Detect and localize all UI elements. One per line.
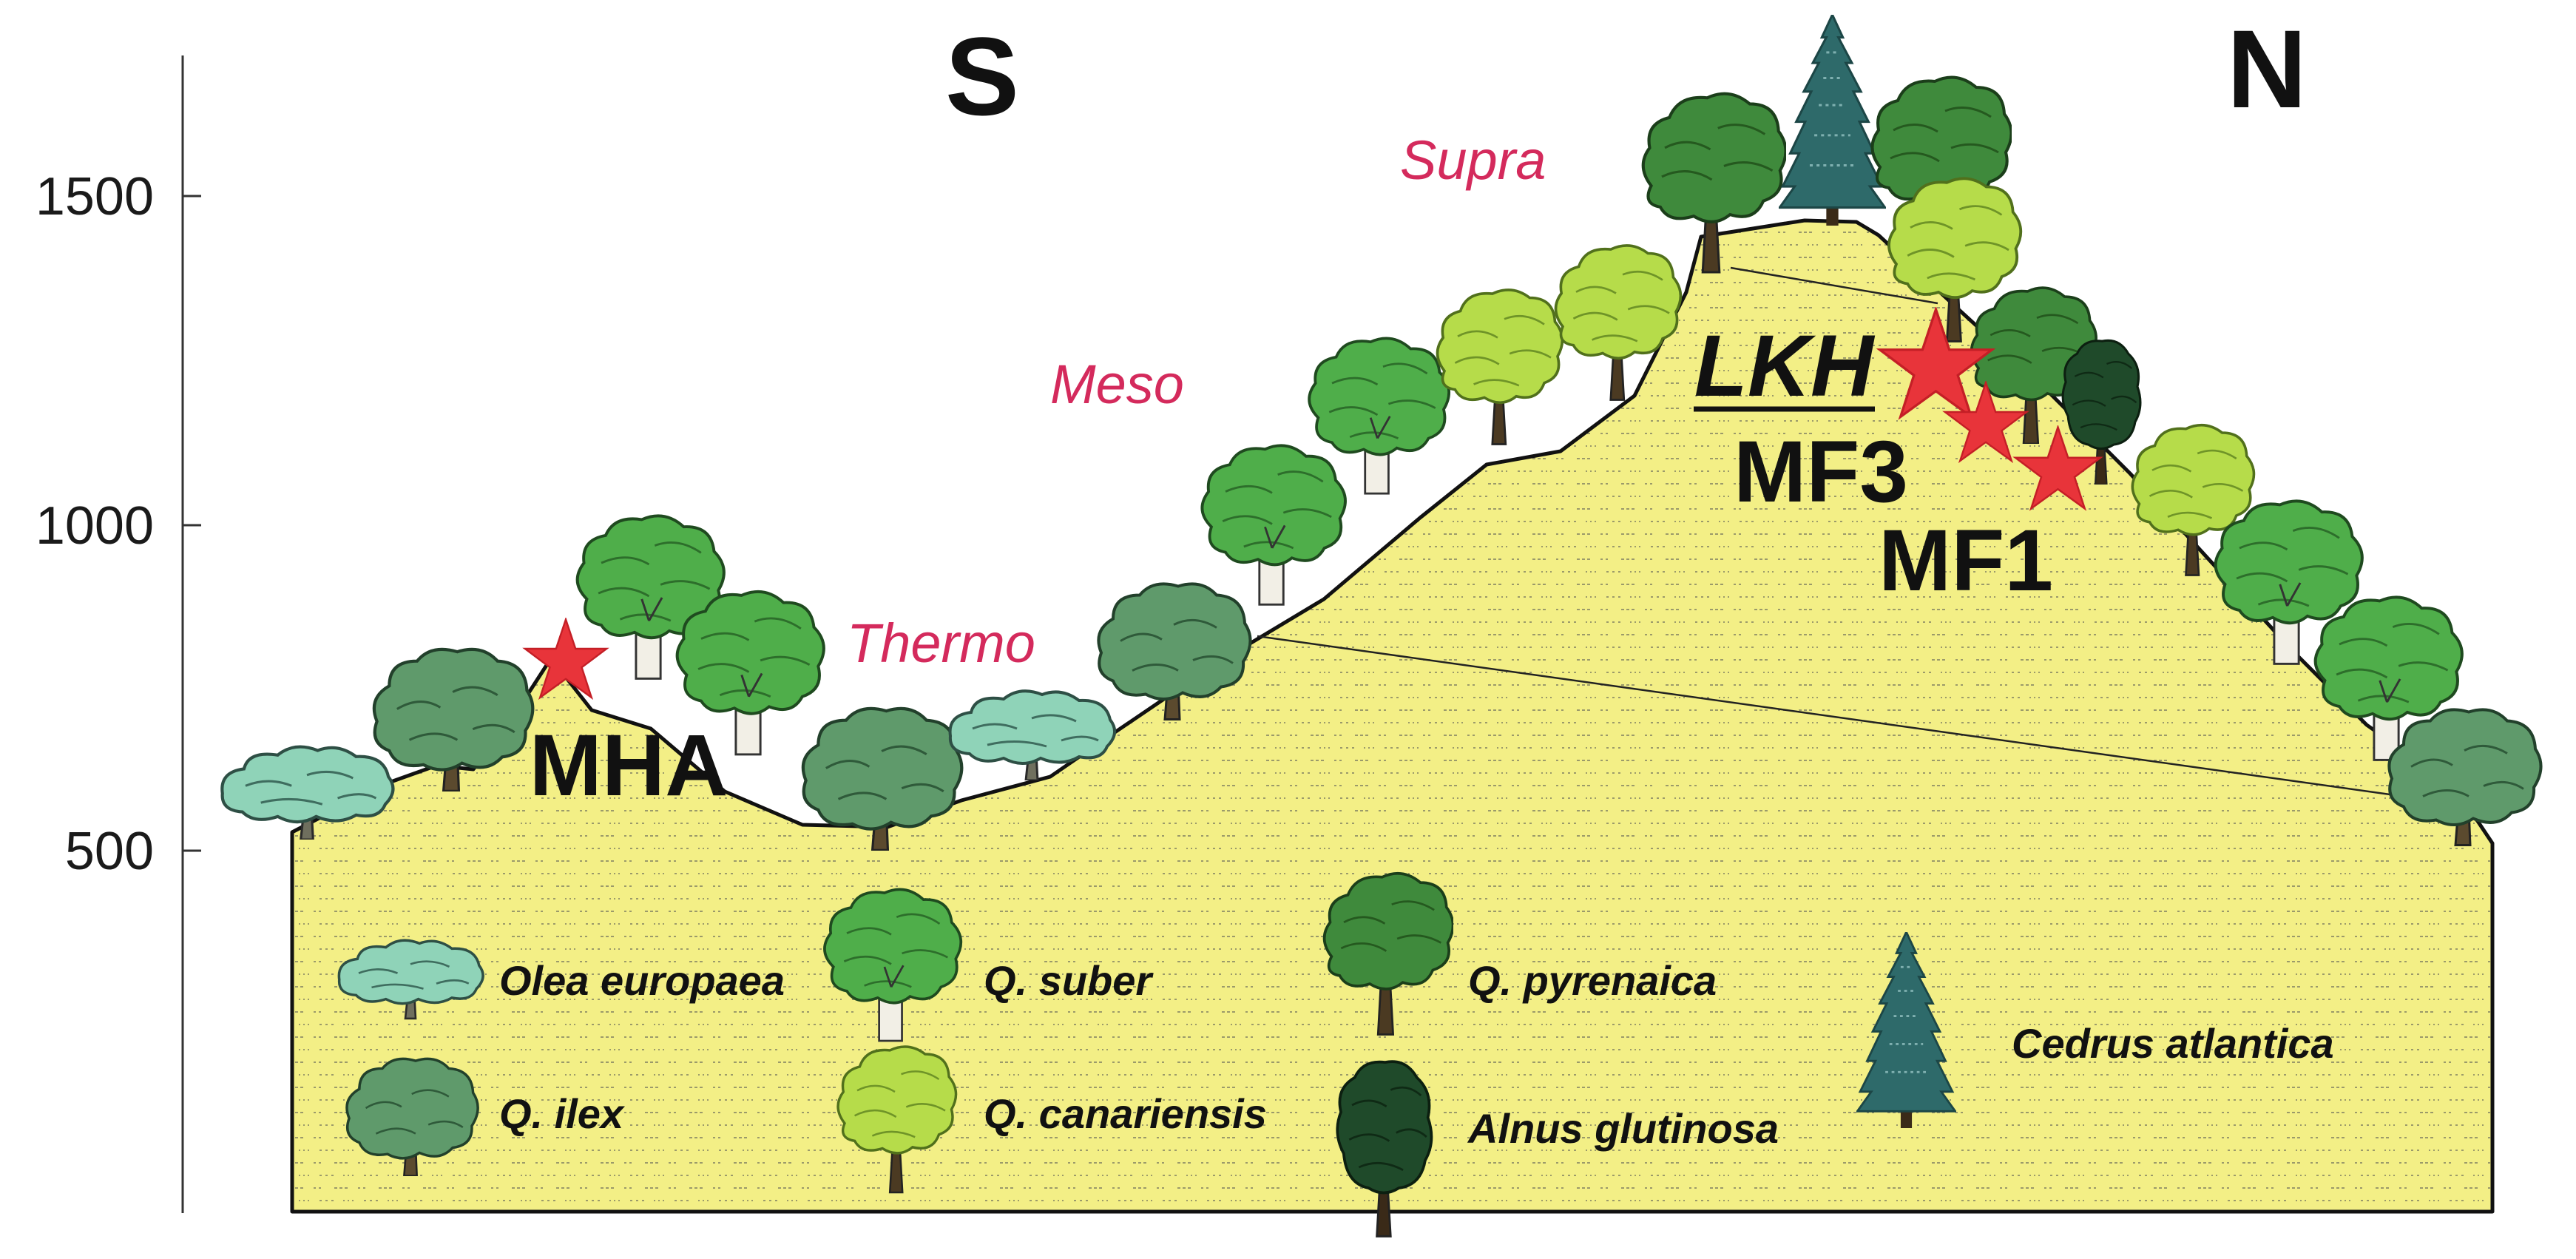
axis-tick-label-1000: 1000 — [36, 496, 154, 556]
legend-label-olea: Olea europaea — [499, 957, 785, 1004]
legend-label-canariensis: Q. canariensis — [984, 1090, 1267, 1137]
direction-north: N — [2227, 7, 2307, 131]
legend-label-pyrenaica: Q. pyrenaica — [1468, 957, 1717, 1004]
belt-label-meso: Meso — [1050, 354, 1184, 415]
legend-label-ilex: Q. ilex — [499, 1090, 626, 1137]
legend-label-cedrus: Cedrus atlantica — [2012, 1020, 2334, 1067]
cedrus-tree-icon — [1779, 15, 1886, 226]
site-label-mf3: MF3 — [1734, 423, 1908, 521]
belt-label-thermo: Thermo — [847, 612, 1035, 674]
belt-label-supra: Supra — [1400, 129, 1546, 191]
legend-label-suber: Q. suber — [984, 957, 1154, 1004]
altitude-axis: 1500 1000 500 — [36, 55, 201, 1213]
site-label-mha: MHA — [530, 717, 728, 814]
site-label-lkh: LKH — [1694, 317, 1876, 415]
legend-label-alnus: Alnus glutinosa — [1467, 1105, 1779, 1152]
canariensis-tree-icon — [1436, 288, 1564, 446]
suber-tree-icon — [1200, 444, 1347, 607]
profile-guide-line-upper — [1730, 266, 1938, 305]
axis-tick-label-500: 500 — [65, 822, 154, 881]
site-label-mf1: MF1 — [1879, 512, 2053, 610]
direction-south: S — [945, 14, 1019, 138]
species-legend: Olea europaea Q. ilex Q. suber Q. canari… — [337, 874, 2334, 1238]
profile-guide-line — [1257, 635, 2412, 799]
axis-tick-label-1500: 1500 — [36, 167, 154, 226]
